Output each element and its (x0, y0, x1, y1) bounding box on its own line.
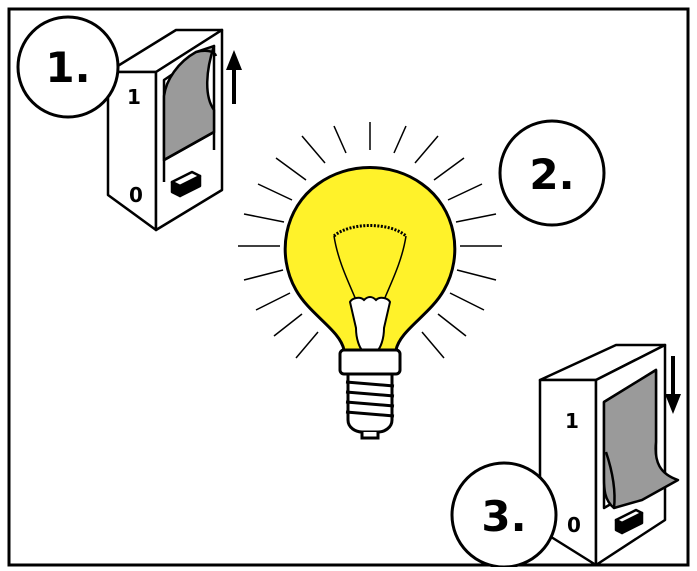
switch-off-top-label: 1 (565, 409, 579, 433)
step-1-number: 1. (45, 43, 90, 92)
step-1-badge: 1. (18, 17, 118, 117)
switch-off-bottom-label: 0 (567, 513, 581, 537)
power-switch-off (540, 345, 678, 565)
switch-on-top-label: 1 (127, 85, 141, 109)
up-arrow-icon (226, 50, 242, 104)
step-3-number: 3. (481, 492, 526, 541)
step-2-badge: 2. (500, 121, 604, 225)
step-2-number: 2. (529, 150, 574, 199)
step-3-badge: 3. (452, 463, 556, 567)
down-arrow-icon (665, 356, 681, 414)
switch-on-bottom-label: 0 (129, 183, 143, 207)
bulb-collar (340, 350, 400, 374)
bulb-screw-base (346, 374, 394, 438)
light-bulb (238, 122, 502, 438)
power-switch-on (108, 30, 222, 230)
